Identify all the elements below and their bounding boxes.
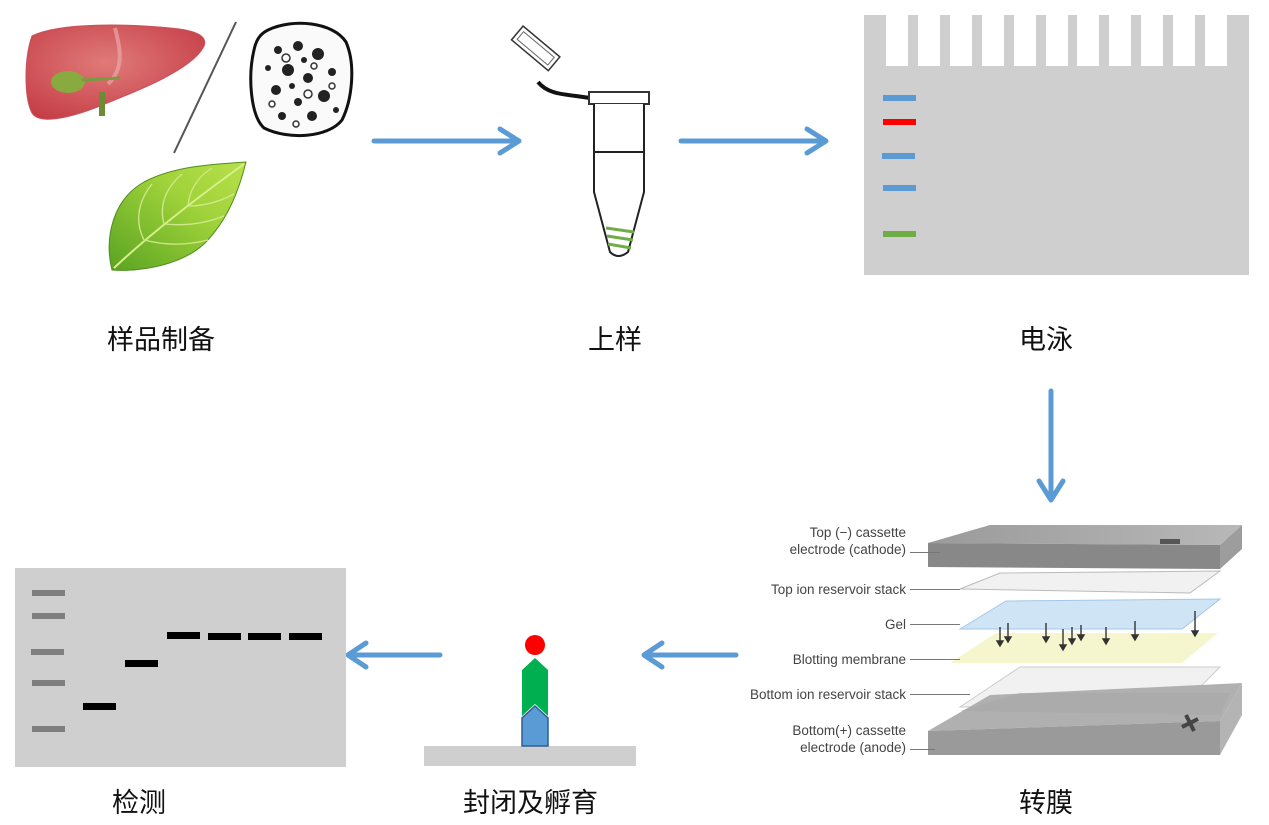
sample-band (289, 633, 322, 640)
gel-well (917, 15, 940, 66)
stack-label-blotting-membrane: Blotting membrane (792, 652, 906, 667)
stack-label-line: Bottom(+) cassette (792, 723, 906, 738)
arrow-right-icon (371, 126, 522, 156)
microcentrifuge-tube-icon (510, 24, 650, 257)
gel-well (981, 15, 1004, 66)
stack-label-bottom-ion-reservoir: Bottom ion reservoir stack (749, 687, 906, 702)
sample-band (248, 633, 281, 640)
stack-label-bottom-cassette: Bottom(+) cassette electrode (anode) (792, 722, 906, 756)
stack-label-line: electrode (anode) (800, 740, 906, 755)
sample-band (208, 633, 241, 640)
antigen-shape (521, 704, 549, 747)
arrow-left-icon (345, 640, 443, 670)
step-label-detection: 检测 (112, 788, 166, 819)
leader-line (910, 694, 970, 695)
step-label-electrophoresis: 电泳 (1019, 325, 1073, 356)
marker-band-blue (883, 185, 916, 191)
separator-slash (173, 21, 237, 154)
liver-icon (25, 24, 206, 120)
gel-well (1173, 15, 1196, 66)
gel-well (949, 15, 972, 66)
marker-band-blue (882, 153, 915, 159)
sample-band (125, 660, 158, 667)
stack-label-line: Top (−) cassette (809, 525, 906, 540)
gel-well (1205, 15, 1227, 66)
leader-line (910, 624, 960, 625)
gel-well (1141, 15, 1164, 66)
marker-band-green (883, 231, 916, 237)
step-label-transfer: 转膜 (1019, 788, 1073, 819)
leaf-icon (108, 161, 247, 271)
membrane-surface (424, 746, 636, 766)
antibody-shape (522, 658, 548, 716)
stack-label-gel: Gel (884, 617, 906, 632)
gel-well (1045, 15, 1068, 66)
transfer-stack-illustration (928, 525, 1242, 755)
anode-plus-icon (1181, 714, 1199, 732)
marker-band-red (883, 119, 916, 125)
step-label-sample-prep: 样品制备 (107, 325, 215, 356)
leader-line (910, 659, 960, 660)
stack-label-top-cassette: Top (−) cassette electrode (cathode) (790, 524, 906, 558)
cell-icon (249, 21, 354, 138)
ladder-band (32, 613, 65, 619)
gel-well (1077, 15, 1100, 66)
ladder-band (32, 590, 65, 596)
electrophoresis-gel (864, 15, 1249, 275)
ladder-band (32, 680, 65, 686)
sample-band (167, 632, 200, 639)
sample-band (83, 703, 116, 710)
cathode-minus-icon (1160, 539, 1180, 544)
stack-label-top-ion-reservoir: Top ion reservoir stack (770, 582, 906, 597)
arrow-down-icon (1036, 388, 1066, 503)
gel-well (886, 15, 908, 66)
arrow-left-icon (641, 640, 739, 670)
detection-blot (15, 568, 346, 767)
ladder-band (31, 649, 64, 655)
step-label-blocking-incubation: 封闭及孵育 (463, 788, 598, 819)
antibody-binding-illustration (424, 635, 636, 766)
leader-line (910, 589, 960, 590)
arrow-right-icon (678, 126, 829, 156)
leader-line (910, 552, 940, 553)
step-label-loading: 上样 (588, 325, 642, 356)
gel-well (1013, 15, 1036, 66)
marker-band-blue (883, 95, 916, 101)
gel-well (1109, 15, 1132, 66)
ladder-band (32, 726, 65, 732)
transfer-arrows (995, 611, 1200, 652)
label-dot-icon (525, 635, 545, 655)
stack-label-line: electrode (cathode) (789, 542, 906, 557)
leader-line (910, 749, 935, 750)
